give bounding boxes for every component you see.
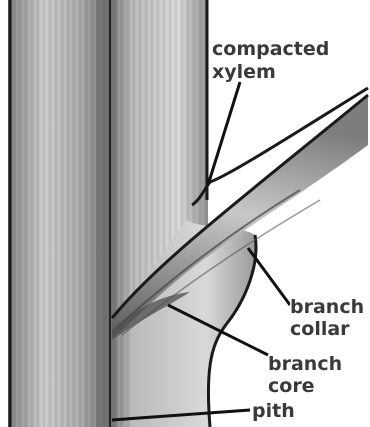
label-branch-core-1: branch bbox=[268, 353, 342, 375]
label-branch-core-2: core bbox=[268, 375, 315, 397]
label-branch-collar-2: collar bbox=[290, 318, 350, 340]
label-compacted: compacted bbox=[212, 38, 329, 60]
label-xylem: xylem bbox=[212, 61, 276, 83]
leader-branch-collar bbox=[248, 248, 290, 305]
label-pith: pith bbox=[252, 400, 295, 422]
label-branch-collar-1: branch bbox=[290, 296, 364, 318]
